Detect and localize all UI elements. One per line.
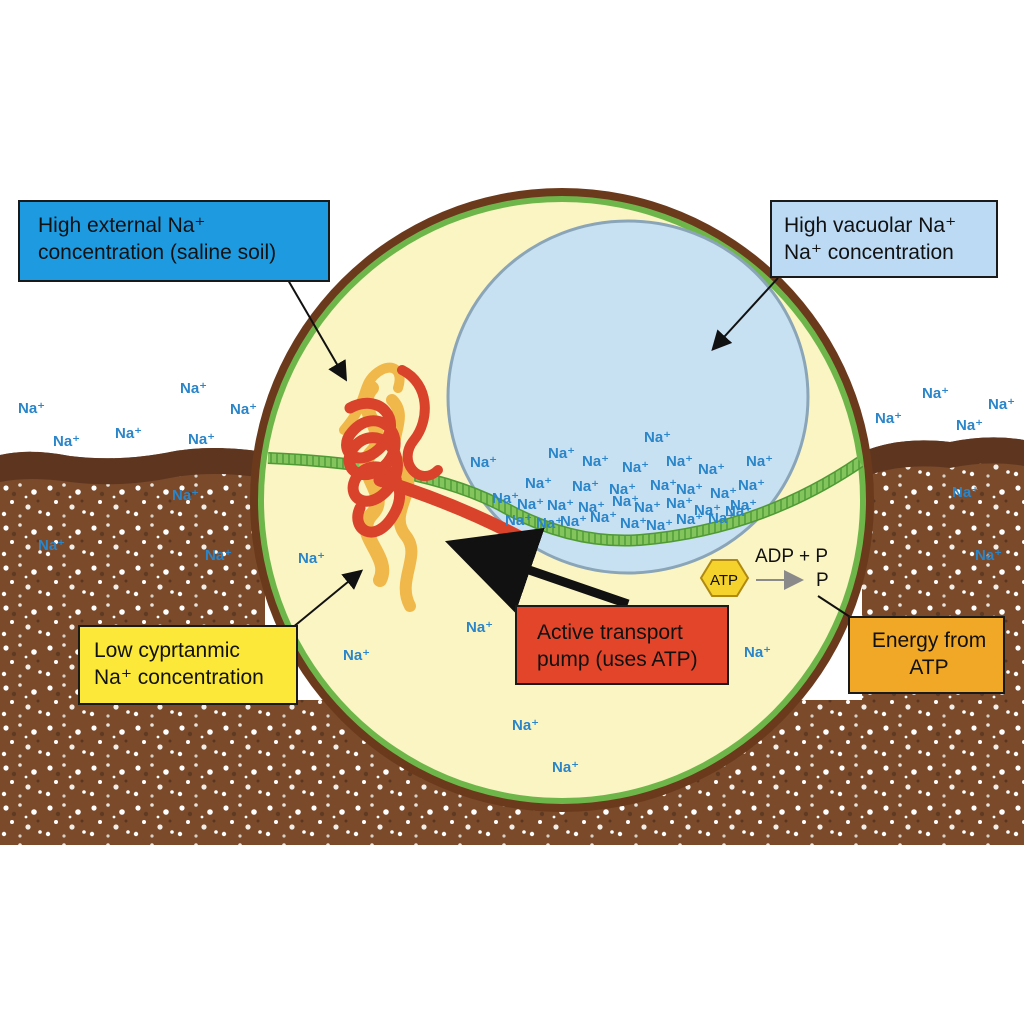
sodium-ion: Na⁺ — [875, 410, 902, 427]
arrow-pump — [444, 527, 630, 613]
arrow-external — [287, 279, 348, 382]
label-energy-line2: ATP — [909, 656, 949, 680]
sodium-ion: Na⁺ — [18, 400, 45, 417]
sodium-ion: Na⁺ — [525, 475, 552, 492]
label-cytoplasmic-line1: Low cyprtanmic — [94, 639, 240, 662]
sodium-ion: Na⁺ — [666, 495, 693, 512]
atp-molecule — [699, 559, 750, 597]
label-vacuolar-line2: Na⁺ concentration — [784, 241, 954, 265]
sodium-ion: Na⁺ — [744, 644, 771, 661]
sodium-ion: Na⁺ — [710, 485, 737, 502]
sodium-ion: Na⁺ — [698, 461, 725, 478]
sodium-ion: Na⁺ — [609, 481, 636, 498]
sodium-ion: Na⁺ — [582, 453, 609, 470]
sodium-ion: Na⁺ — [53, 433, 80, 450]
sodium-ion: Na⁺ — [38, 537, 65, 554]
sodium-ion: Na⁺ — [650, 477, 677, 494]
sodium-ion: Na⁺ — [634, 499, 661, 516]
sodium-ion: Na⁺ — [547, 497, 574, 514]
sodium-ion: Na⁺ — [612, 493, 639, 510]
sodium-ion: Na⁺ — [975, 547, 1002, 564]
sodium-ion: Na⁺ — [548, 445, 575, 462]
label-external-line1: High external Na⁺ — [38, 214, 206, 237]
sodium-ion: Na⁺ — [172, 487, 199, 504]
sodium-ion: Na⁺ — [646, 517, 673, 534]
sodium-ion: Na⁺ — [205, 547, 232, 564]
label-external-line2: concentration (saline soil) — [38, 241, 277, 265]
sodium-ions: Na⁺Na⁺Na⁺Na⁺Na⁺Na⁺Na⁺Na⁺Na⁺Na⁺Na⁺Na⁺Na⁺N… — [18, 380, 1015, 776]
sodium-ion: Na⁺ — [466, 619, 493, 636]
soil-top-edge-left — [0, 448, 265, 485]
sodium-ion: Na⁺ — [676, 481, 703, 498]
sodium-ion: Na⁺ — [666, 453, 693, 470]
label-vacuolar-na: High vacuolar Na⁺ Na⁺ concentration — [770, 200, 998, 278]
sodium-ion: Na⁺ — [517, 496, 544, 513]
sodium-ion: Na⁺ — [952, 484, 979, 501]
label-external-na: High external Na⁺ concentration (saline … — [18, 200, 330, 282]
sodium-ion: Na⁺ — [343, 647, 370, 664]
sodium-ion: Na⁺ — [694, 502, 721, 519]
sodium-ion: Na⁺ — [644, 429, 671, 446]
sodium-ion: Na⁺ — [552, 759, 579, 776]
sodium-ion: Na⁺ — [590, 509, 617, 526]
label-energy-line1: Energy from — [871, 629, 987, 652]
sodium-ion: Na⁺ — [505, 512, 532, 529]
arrow-vacuolar — [711, 277, 779, 351]
atp-label: ATP — [710, 572, 738, 589]
soil-top-edge-right — [862, 437, 1024, 478]
arrow-cytoplasmic — [291, 569, 364, 629]
vacuole — [446, 219, 810, 575]
sodium-ion: Na⁺ — [730, 497, 757, 514]
sodium-ion: Na⁺ — [560, 513, 587, 530]
label-pump-line2: pump (uses ATP) — [537, 648, 698, 672]
sodium-ion: Na⁺ — [470, 454, 497, 471]
label-vacuolar-line1: High vacuolar Na⁺ — [784, 214, 957, 237]
sodium-ion: Na⁺ — [746, 453, 773, 470]
sodium-ion: Na⁺ — [738, 477, 765, 494]
sodium-ion: Na⁺ — [725, 503, 752, 520]
sodium-ion: Na⁺ — [115, 425, 142, 442]
sodium-ion: Na⁺ — [188, 431, 215, 448]
label-pump-line1: Active transport — [537, 621, 683, 644]
sodium-ion: Na⁺ — [620, 515, 647, 532]
label-cytoplasmic-line2: Na⁺ concentration — [94, 666, 264, 690]
sodium-ion: Na⁺ — [622, 459, 649, 476]
sodium-ion: Na⁺ — [180, 380, 207, 397]
reaction-phosphate: P — [816, 570, 829, 591]
sodium-ion: Na⁺ — [512, 717, 539, 734]
sodium-ion: Na⁺ — [922, 385, 949, 402]
label-cytoplasmic-na: Low cyprtanmic Na⁺ concentration — [78, 625, 298, 705]
sodium-ion: Na⁺ — [708, 510, 735, 527]
sodium-ion: Na⁺ — [578, 499, 605, 516]
sodium-ion: Na⁺ — [956, 417, 983, 434]
sodium-ion: Na⁺ — [492, 490, 519, 507]
label-active-transport-pump: Active transport pump (uses ATP) — [515, 605, 729, 685]
sodium-ion: Na⁺ — [536, 515, 563, 532]
sodium-ion: Na⁺ — [988, 396, 1015, 413]
label-energy-from-atp: Energy from ATP — [848, 616, 1005, 694]
sodium-ion: Na⁺ — [676, 511, 703, 528]
sodium-ion: Na⁺ — [572, 478, 599, 495]
reaction-products: ADP + P — [755, 546, 828, 567]
sodium-ion: Na⁺ — [298, 550, 325, 567]
sodium-ion: Na⁺ — [230, 401, 257, 418]
